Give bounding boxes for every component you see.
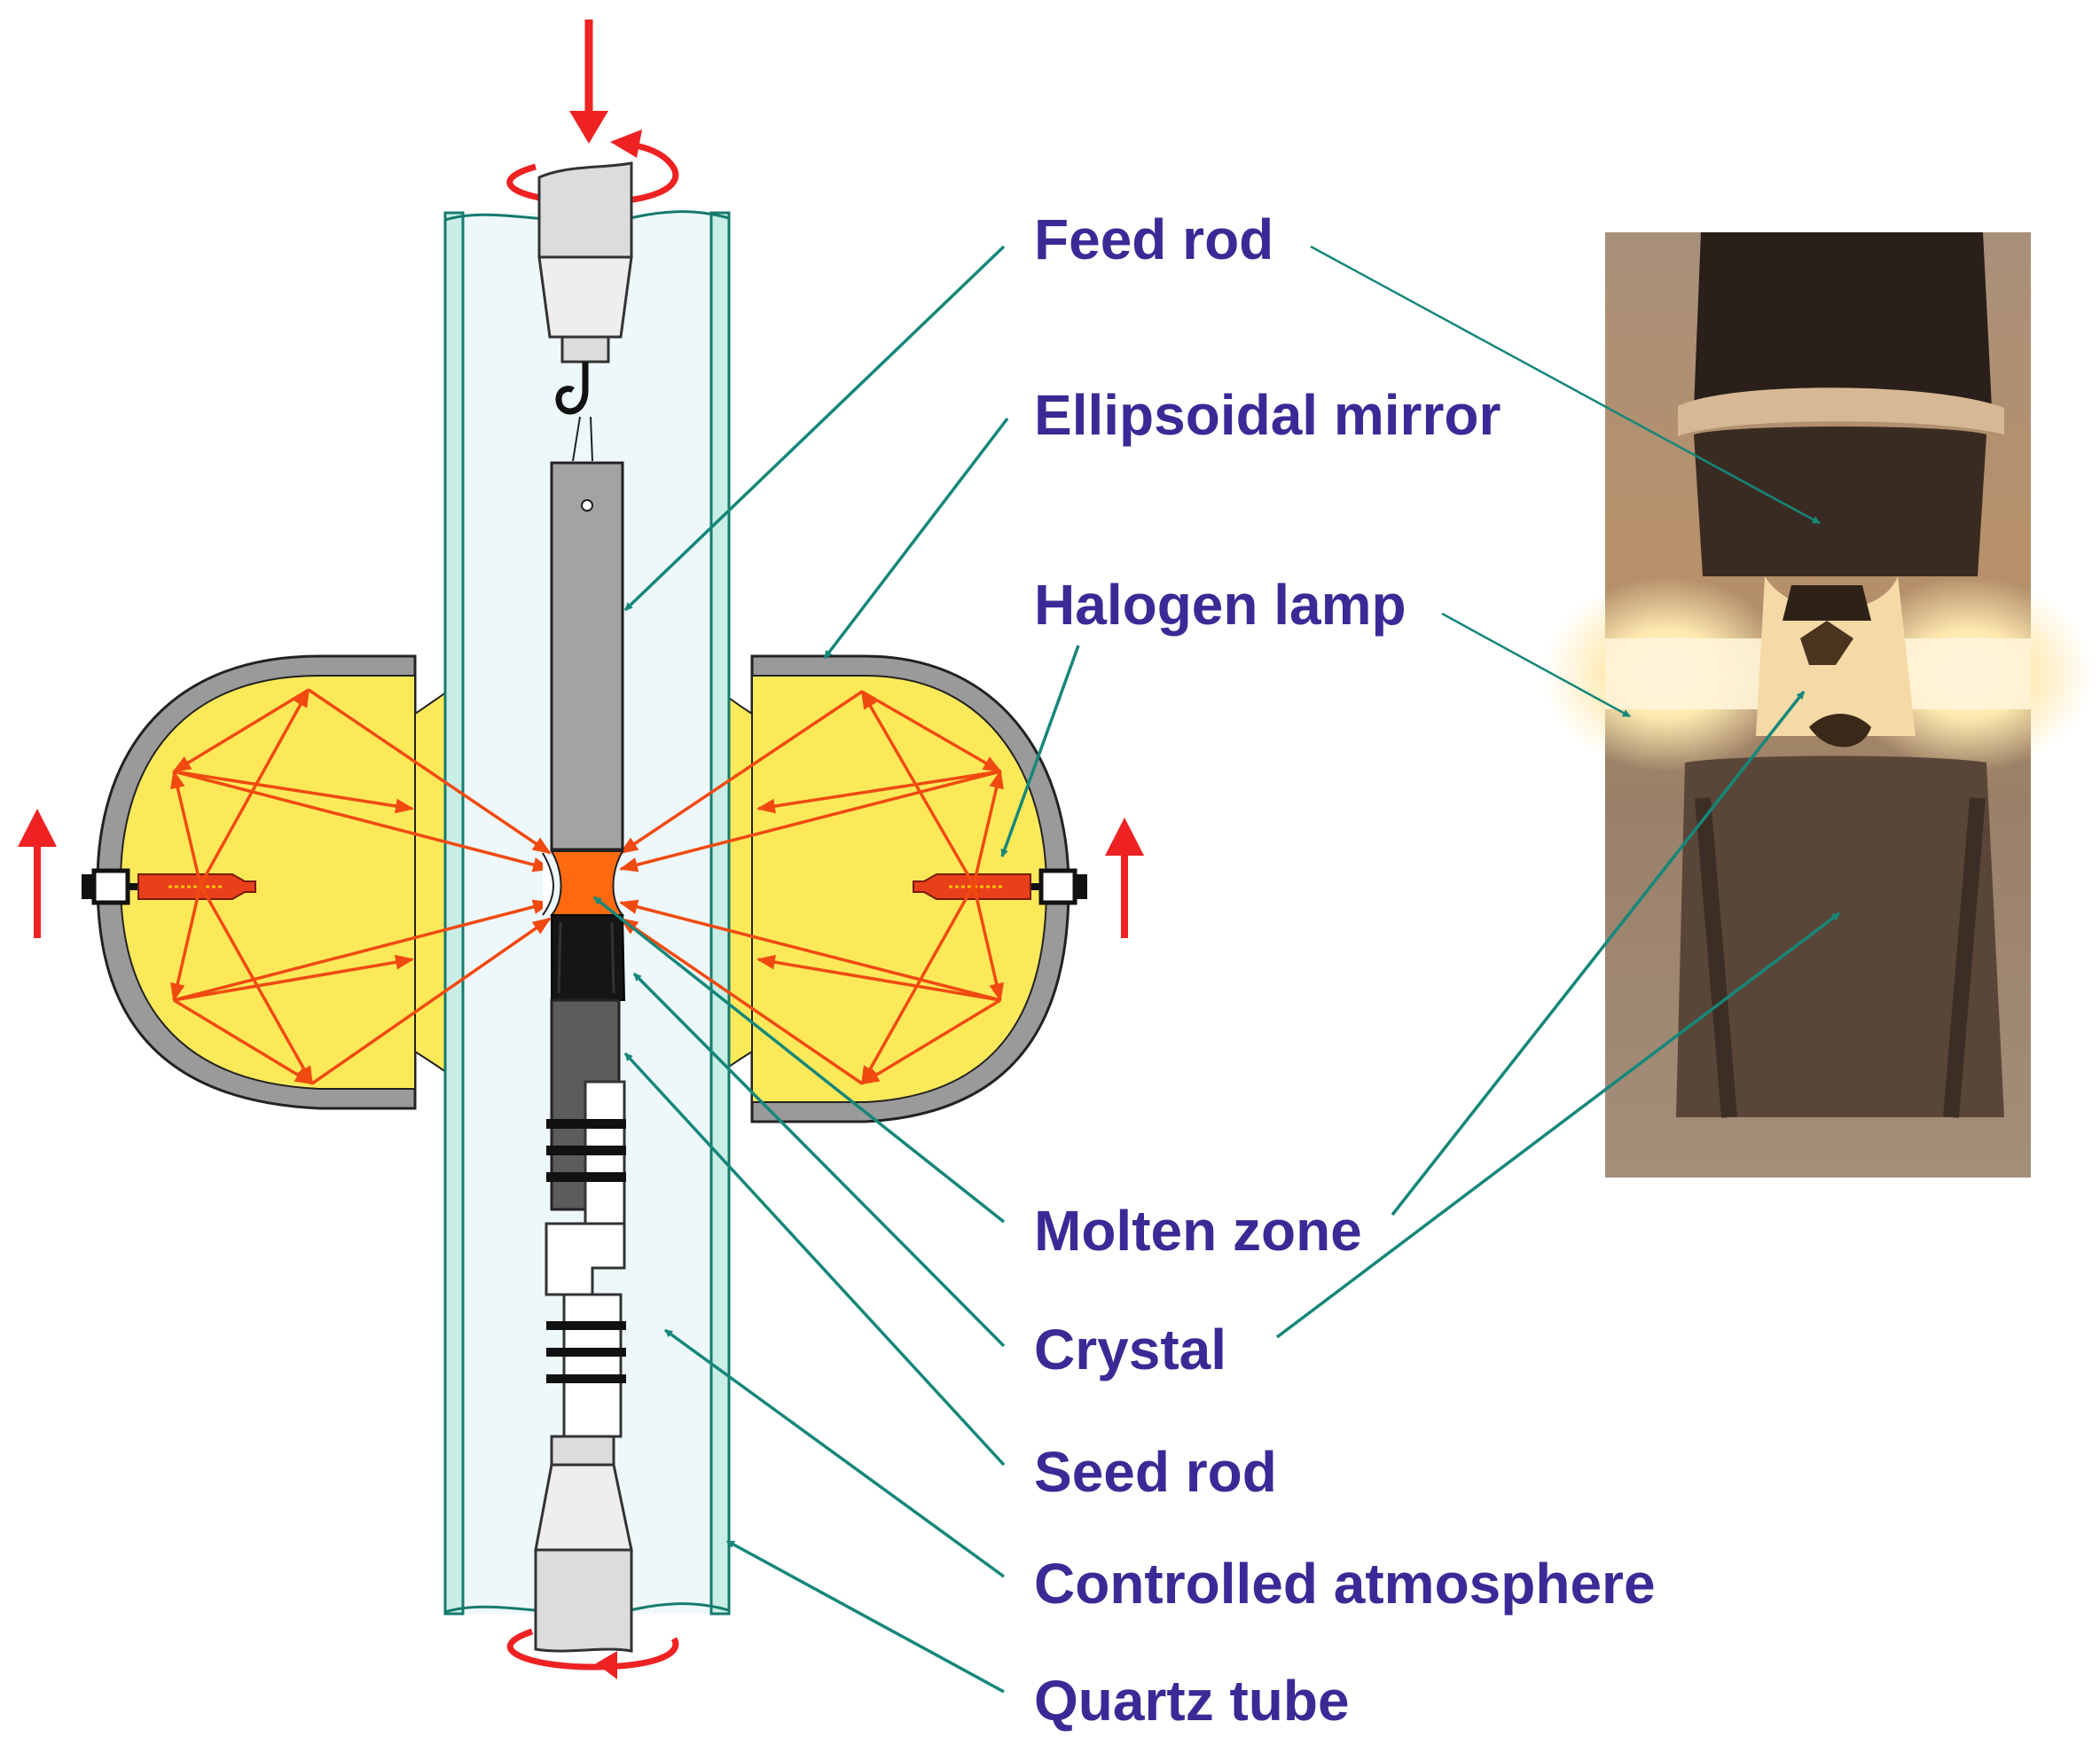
- light-rays: [170, 688, 1004, 1085]
- leader-lines: [592, 245, 1841, 1694]
- right-halogen-lamp: [913, 868, 1087, 905]
- left-halogen-lamp: [82, 868, 256, 905]
- label-crystal: Crystal: [1034, 1318, 1226, 1381]
- seed-rod: [546, 998, 626, 1225]
- top-rod-holder: [537, 161, 633, 462]
- feed-rod: [550, 461, 624, 851]
- label-controlled-atmosphere: Controlled atmosphere: [1034, 1552, 1656, 1616]
- label-molten-zone: Molten zone: [1034, 1199, 1362, 1263]
- labels: Feed rod Ellipsoidal mirror Halogen lamp…: [1034, 207, 1656, 1733]
- bottom-rod-holder: [534, 1222, 633, 1653]
- label-ellipsoidal-mirror: Ellipsoidal mirror: [1034, 383, 1501, 447]
- crystal: [551, 914, 626, 1001]
- furnace-photograph: [1543, 232, 2093, 1178]
- label-seed-rod: Seed rod: [1034, 1440, 1277, 1504]
- label-feed-rod: Feed rod: [1034, 207, 1273, 271]
- label-halogen-lamp: Halogen lamp: [1034, 573, 1407, 637]
- label-quartz-tube: Quartz tube: [1034, 1669, 1350, 1733]
